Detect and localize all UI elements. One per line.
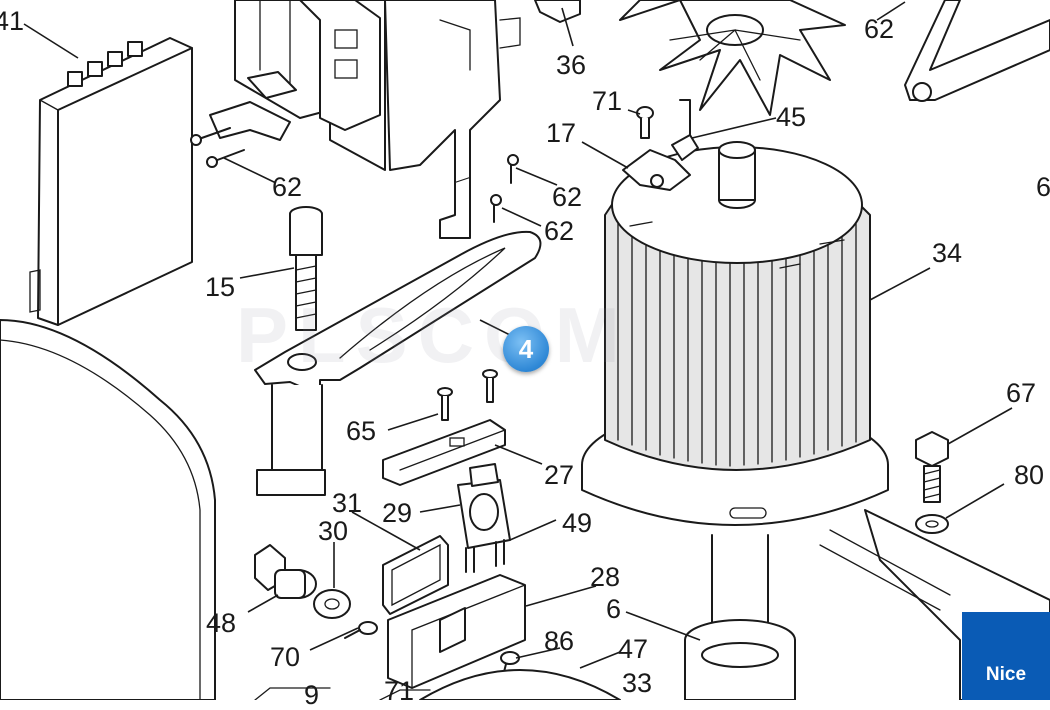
part-17-clip [622, 149, 691, 191]
part-80-washer [915, 514, 949, 534]
watermark-text: PLSCOM [236, 291, 630, 379]
callout-45: 45 [776, 102, 807, 132]
callout-71: 71 [384, 676, 415, 706]
callout-62: 62 [272, 172, 303, 202]
callout-27: 27 [544, 460, 575, 490]
fan-impeller [619, 0, 846, 116]
callout-67: 67 [1006, 378, 1037, 408]
callout-34: 34 [932, 238, 963, 268]
callout-86: 86 [544, 626, 575, 656]
callout-49: 49 [562, 508, 593, 538]
part-70-screw [344, 621, 378, 639]
screw-62-a [190, 127, 231, 146]
callout-65: 65 [346, 416, 377, 446]
callout-47: 47 [618, 634, 649, 664]
part-41-cover-panel [29, 37, 193, 326]
callout-80: 80 [1014, 460, 1045, 490]
callout-41: 41 [0, 6, 25, 36]
callout-62: 62 [544, 216, 575, 246]
part-49-pins [465, 539, 505, 573]
gearbox-housing [0, 319, 216, 700]
part-62-linkage [904, 0, 1050, 102]
callout-31: 31 [332, 488, 363, 518]
callout-30: 30 [318, 516, 349, 546]
part-34-motor [581, 141, 889, 526]
callout-70: 70 [270, 642, 301, 672]
part-71-screw-top [636, 106, 654, 139]
screw-62-c [507, 154, 519, 184]
callout-71: 71 [592, 86, 623, 116]
callout-62: 62 [552, 182, 583, 212]
screw-62-b [206, 149, 245, 168]
part-36-connector [534, 0, 581, 23]
part-71-screw-bottom [379, 689, 431, 700]
part-9-housing [254, 687, 331, 700]
part-67-bolt [915, 431, 949, 503]
part-4-lever-arm [254, 230, 542, 496]
callout-17: 17 [546, 118, 577, 148]
leader-lines [23, 1, 1013, 669]
brand-logo: Nice [962, 612, 1050, 700]
part-48-grommet [254, 544, 317, 599]
control-board-bracket [234, 0, 521, 239]
callout-36: 36 [556, 50, 587, 80]
callout-29: 29 [382, 498, 413, 528]
screw-62-d [490, 194, 502, 223]
callout-48: 48 [206, 608, 237, 638]
callout-62: 62 [864, 14, 895, 44]
part-31-cover [382, 535, 449, 615]
callout-6: 6 [1036, 172, 1050, 202]
callout-6: 6 [606, 594, 622, 624]
part-27-bracket [382, 419, 506, 486]
part-6-shaft [684, 534, 796, 700]
part-47-ring [419, 669, 621, 700]
part-45-spring [671, 99, 699, 161]
part-28-box [387, 574, 526, 689]
part-29-plate [457, 463, 511, 549]
part-30-washer [313, 589, 351, 619]
callout-33: 33 [622, 668, 653, 698]
callout-15: 15 [205, 272, 236, 302]
callout-9: 9 [304, 680, 320, 710]
part-65-screws [437, 369, 498, 421]
selected-part-badge[interactable]: 4 [503, 326, 549, 372]
part-15-bolt [289, 206, 323, 331]
part-62-clamp [209, 71, 297, 141]
callout-28: 28 [590, 562, 621, 592]
